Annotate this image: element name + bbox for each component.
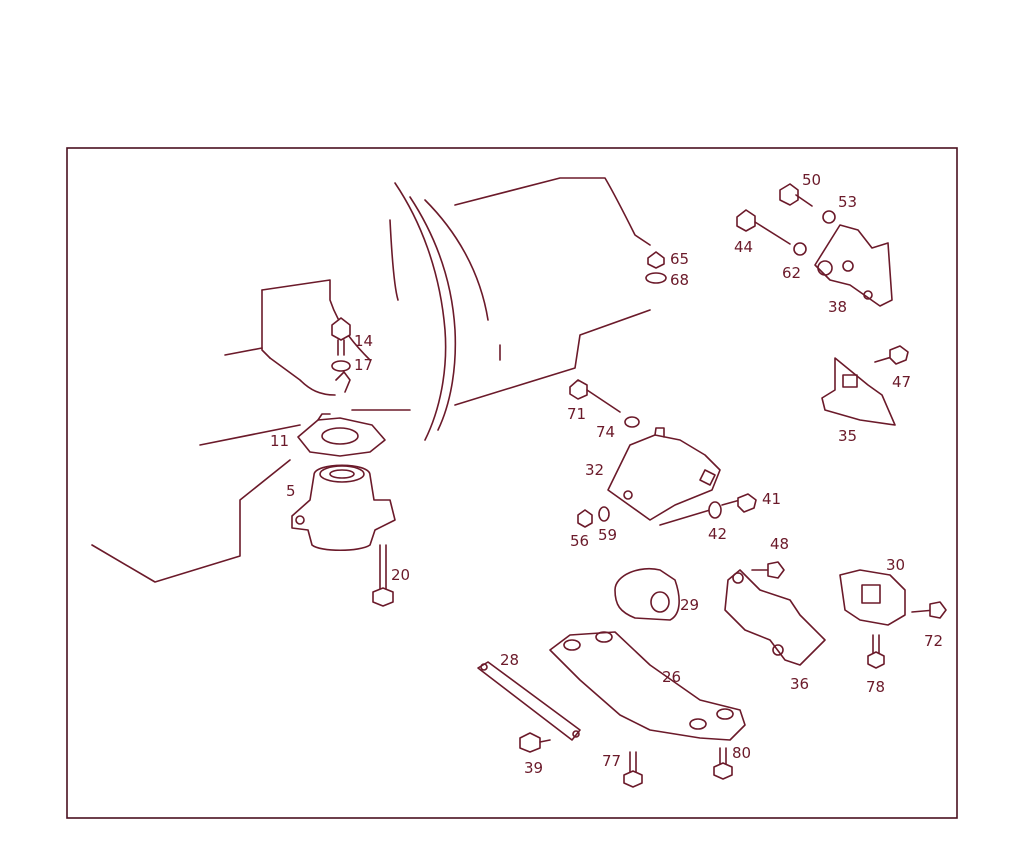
label-50: 50	[802, 171, 821, 189]
label-77: 77	[602, 752, 621, 770]
crossmember-26	[549, 631, 746, 741]
label-74: 74	[596, 423, 615, 441]
label-62: 62	[782, 264, 801, 282]
strut-28-group	[477, 661, 581, 753]
label-68: 68	[670, 271, 689, 289]
transmission-housing	[91, 177, 651, 583]
label-48: 48	[770, 535, 789, 553]
small-fasteners-41-42-56-59	[577, 493, 757, 528]
label-11: 11	[270, 432, 289, 450]
bolt-20	[372, 544, 394, 607]
label-17: 17	[354, 356, 373, 374]
label-65: 65	[670, 250, 689, 268]
label-72: 72	[924, 632, 943, 650]
bolts-77-80	[623, 747, 733, 788]
label-35: 35	[838, 427, 857, 445]
label-80: 80	[732, 744, 751, 762]
diagram-frame	[66, 147, 958, 819]
transmission-mount-32	[607, 427, 721, 526]
label-42: 42	[708, 525, 727, 543]
label-14: 14	[354, 332, 373, 350]
label-78: 78	[866, 678, 885, 696]
nuts-65-68	[645, 251, 667, 284]
label-71: 71	[567, 405, 586, 423]
label-39: 39	[524, 759, 543, 777]
label-47: 47	[892, 373, 911, 391]
bolt-14-washer-17	[331, 317, 351, 393]
label-26: 26	[662, 668, 681, 686]
bracket-36-group	[724, 561, 826, 666]
mount-30-group	[839, 569, 947, 669]
engine-mount-5	[291, 464, 396, 552]
label-44: 44	[734, 238, 753, 256]
mount-plate-11	[297, 413, 386, 457]
label-36: 36	[790, 675, 809, 693]
label-20: 20	[391, 566, 410, 584]
label-59: 59	[598, 526, 617, 544]
label-28: 28	[500, 651, 519, 669]
label-30: 30	[886, 556, 905, 574]
part-labels: 50 53 65 68 44 62 38 14 17 47 71 74 35 1…	[270, 171, 943, 777]
label-5: 5	[286, 482, 296, 500]
mount-29	[614, 568, 680, 621]
label-29: 29	[680, 596, 699, 614]
label-38: 38	[828, 298, 847, 316]
label-32: 32	[585, 461, 604, 479]
bracket-35-group	[821, 345, 909, 426]
bolt-71-washer-74	[569, 379, 640, 428]
label-53: 53	[838, 193, 857, 211]
label-56: 56	[570, 532, 589, 550]
label-41: 41	[762, 490, 781, 508]
bracket-38-group	[736, 183, 893, 307]
